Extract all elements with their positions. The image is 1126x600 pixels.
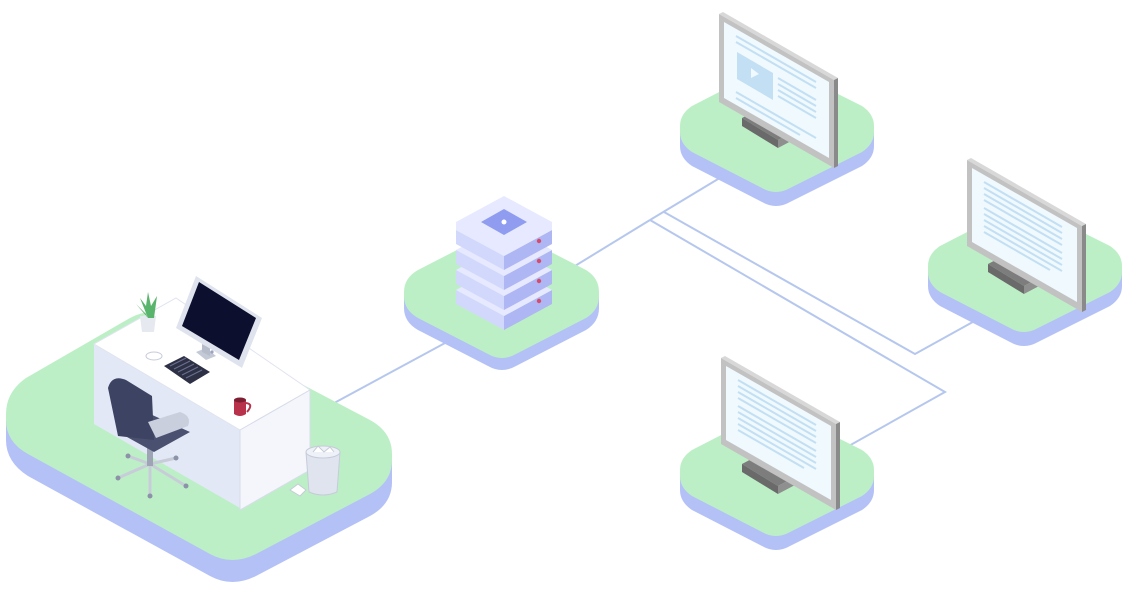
link-hub-client-bottom	[649, 219, 948, 453]
monitor-icon-top	[719, 12, 838, 168]
keyboard-icon	[164, 356, 210, 384]
monitor-icon-right	[967, 158, 1086, 312]
monitor-icon-bottom	[721, 356, 840, 510]
client-node-bottom	[680, 356, 874, 550]
office-chair-icon	[108, 378, 190, 499]
server-node	[404, 196, 599, 370]
trash-bin-icon	[305, 445, 341, 496]
video-thumbnail-icon	[737, 52, 773, 100]
server-stack-icon	[456, 196, 552, 330]
client-node-right	[928, 158, 1122, 346]
plant-icon	[136, 292, 162, 332]
link-hub-client-top	[649, 172, 729, 221]
mouse-icon	[145, 351, 163, 361]
server-top-badge	[481, 209, 527, 235]
link-hub-client-right	[663, 211, 981, 356]
paper-ball-icon	[289, 483, 307, 497]
link-workstation-server	[311, 335, 459, 416]
mug-icon	[234, 397, 252, 416]
workstation-node	[6, 276, 392, 582]
client-node-top	[680, 12, 874, 206]
desktop-computer-icon	[176, 276, 262, 368]
